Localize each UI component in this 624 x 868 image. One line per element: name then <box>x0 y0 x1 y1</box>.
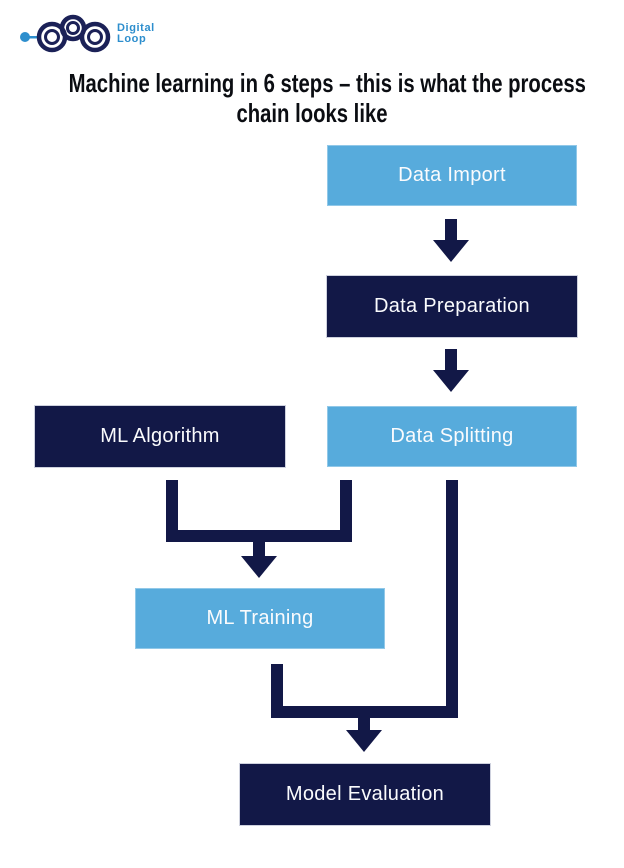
logo-word-loop: Loop <box>117 33 147 45</box>
node-data-preparation: Data Preparation <box>327 276 577 337</box>
node-ml-algorithm: ML Algorithm <box>35 406 285 467</box>
connector-algorithm-drop-line <box>166 480 178 542</box>
arrow-import-to-preparation-stem <box>445 219 457 242</box>
connector-merge-to-training-bar <box>166 530 352 542</box>
node-data-import: Data Import <box>327 145 577 206</box>
arrow-preparation-to-splitting-stem <box>445 349 457 372</box>
logo-wordmark: Digital Loop <box>117 23 155 45</box>
arrow-down-icon <box>241 556 277 578</box>
node-ml-training: ML Training <box>135 588 385 649</box>
connector-training-drop-line <box>271 664 283 718</box>
arrow-merge-to-evaluation-stem <box>358 718 370 732</box>
node-model-evaluation: Model Evaluation <box>240 764 490 825</box>
arrow-down-icon <box>433 240 469 262</box>
arrow-down-icon <box>346 730 382 752</box>
connector-splitting-right-drop-line <box>446 480 458 718</box>
title-line-1: Machine learning in 6 steps – this is wh… <box>68 68 586 98</box>
connector-splitting-left-drop-line <box>340 480 352 542</box>
arrow-down-icon <box>433 370 469 392</box>
loop-rings-icon <box>20 14 111 53</box>
title-line-2: chain looks like <box>236 97 388 128</box>
node-data-splitting: Data Splitting <box>327 406 577 467</box>
digital-loop-logo: Digital Loop <box>16 8 155 56</box>
arrow-merge-to-training-stem <box>253 542 265 558</box>
page-title: Machine learning in 6 steps – this is wh… <box>68 68 586 129</box>
logo-word-digital: Digital <box>117 22 155 34</box>
connector-merge-to-evaluation-bar <box>271 706 458 718</box>
